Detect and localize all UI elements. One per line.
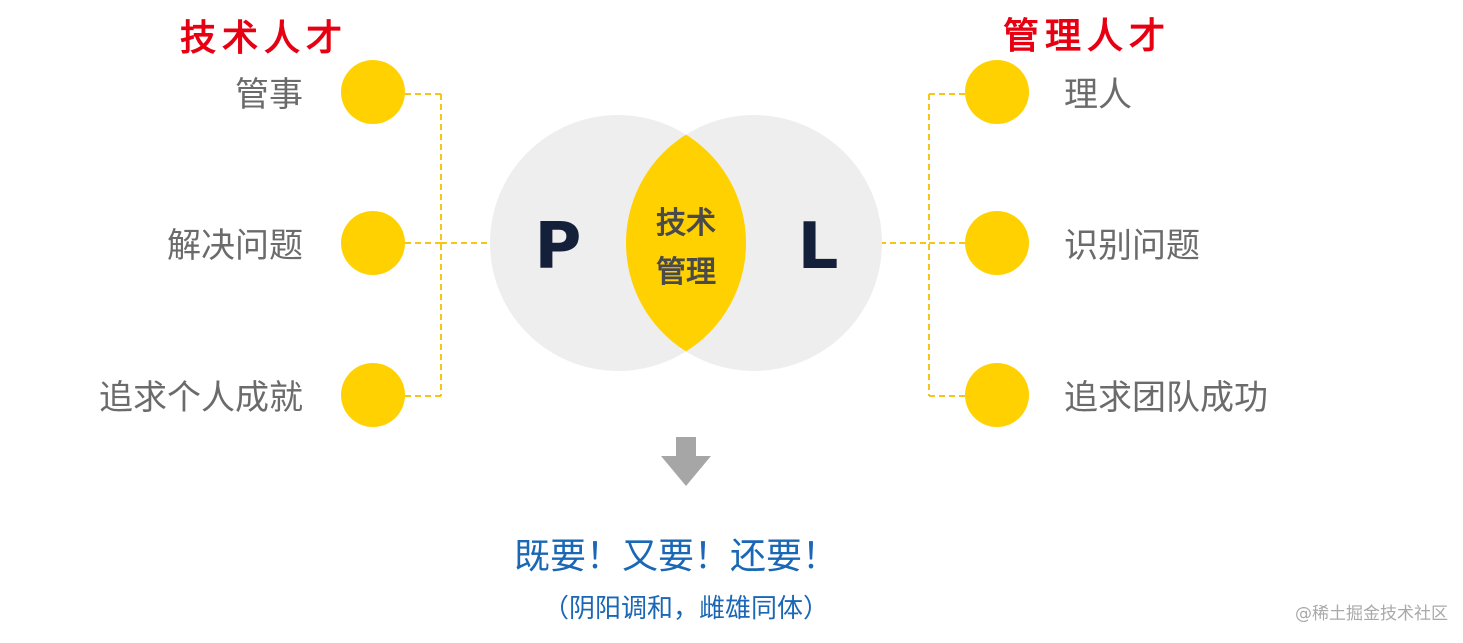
left-connectors [405, 93, 492, 397]
venn-intersection [626, 115, 746, 371]
venn-letter-p: P [535, 210, 582, 284]
right-connectors [880, 93, 966, 397]
right-item-1: 理人 [1064, 75, 1132, 115]
venn-center-line2: 管理 [656, 255, 716, 290]
left-bullet-2 [341, 211, 405, 275]
watermark: @稀土掘金技术社区 [1295, 604, 1448, 624]
right-bullet-2 [965, 211, 1029, 275]
venn-letter-l: L [798, 210, 839, 284]
venn-center-line1: 技术 [656, 206, 716, 241]
left-bullet-1 [341, 60, 405, 124]
right-section-title: 管理人才 [1003, 15, 1171, 57]
right-item-3: 追求团队成功 [1064, 378, 1268, 418]
left-section-title: 技术人才 [180, 17, 348, 59]
left-item-3: 追求个人成就 [99, 378, 303, 418]
left-item-1: 管事 [235, 75, 303, 115]
conclusion-subtext: （阴阳调和，雌雄同体） [543, 594, 829, 624]
left-bullet-3 [341, 363, 405, 427]
right-item-2: 识别问题 [1064, 226, 1200, 266]
down-arrow-icon [661, 437, 711, 486]
right-bullet-3 [965, 363, 1029, 427]
right-bullet-1 [965, 60, 1029, 124]
left-item-2: 解决问题 [167, 226, 303, 266]
conclusion-text: 既要！又要！还要！ [514, 536, 838, 577]
